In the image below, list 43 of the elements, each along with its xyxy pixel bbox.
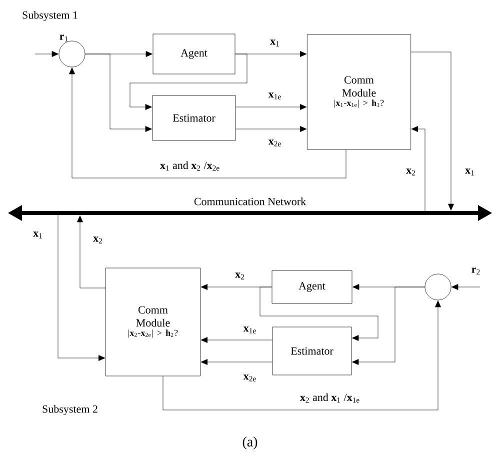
arrow bbox=[69, 68, 346, 178]
input-label: r$_{2}$ bbox=[472, 268, 480, 274]
edge-label: x$_{1}$ bbox=[464, 168, 476, 176]
edge-label: x$_{2}$ and x$_{1}$ /x$_{1e}$ bbox=[298, 392, 362, 404]
arrow bbox=[410, 52, 454, 210]
caption: (a) bbox=[242, 436, 258, 450]
arrow bbox=[260, 286, 378, 341]
arrow bbox=[77, 216, 106, 288]
arrow bbox=[200, 359, 272, 365]
arrow bbox=[85, 54, 152, 132]
edge-label: x$_{1e}$ bbox=[267, 92, 283, 100]
edge-label: x$_{2}$ bbox=[92, 236, 104, 244]
edge-label: x$_{2}$ bbox=[405, 168, 417, 176]
edge-label: x$_{1}$ bbox=[32, 230, 44, 240]
edge-label: x$_{2e}$ bbox=[267, 138, 283, 148]
node-label: Communication Network bbox=[194, 198, 306, 206]
arrow bbox=[411, 126, 426, 214]
arrow bbox=[200, 337, 272, 343]
block-box: Estimator bbox=[272, 326, 352, 376]
block-box: Agent bbox=[152, 34, 236, 74]
edge-label: x$_{2}$ bbox=[234, 272, 246, 280]
input-label: r$_{1}$ bbox=[60, 34, 68, 42]
arrow bbox=[452, 284, 480, 290]
edge-label: x$_{2e}$ bbox=[242, 374, 258, 382]
arrow bbox=[236, 126, 307, 132]
network-bus: Communication Network bbox=[8, 198, 492, 221]
edge-label: x$_{1}$ bbox=[269, 38, 281, 48]
block-box: Agent bbox=[272, 270, 352, 304]
arrow bbox=[130, 54, 248, 110]
arrow bbox=[58, 212, 106, 361]
edge-label: x$_{1}$ and x$_{2}$ /x$_{2e}$ bbox=[158, 160, 222, 172]
summing-junction bbox=[58, 40, 86, 68]
block-box: Comm Module |x$_{2}$-x$_{2e}$| > h$_{2}$? bbox=[105, 268, 201, 376]
arrow bbox=[34, 51, 58, 57]
summing-junction bbox=[424, 274, 452, 300]
subsystem-label: Subsystem 1 bbox=[22, 11, 78, 21]
block-box: Estimator bbox=[152, 95, 236, 141]
block-box: Comm Module |x$_{1}$-x$_{1e}$| > h$_{1}$? bbox=[306, 34, 412, 150]
arrow bbox=[162, 300, 441, 410]
arrow bbox=[352, 286, 425, 365]
edge-label: x$_{1e}$ bbox=[242, 326, 258, 334]
subsystem-label: Subsystem 2 bbox=[42, 405, 98, 415]
arrow bbox=[236, 104, 307, 110]
